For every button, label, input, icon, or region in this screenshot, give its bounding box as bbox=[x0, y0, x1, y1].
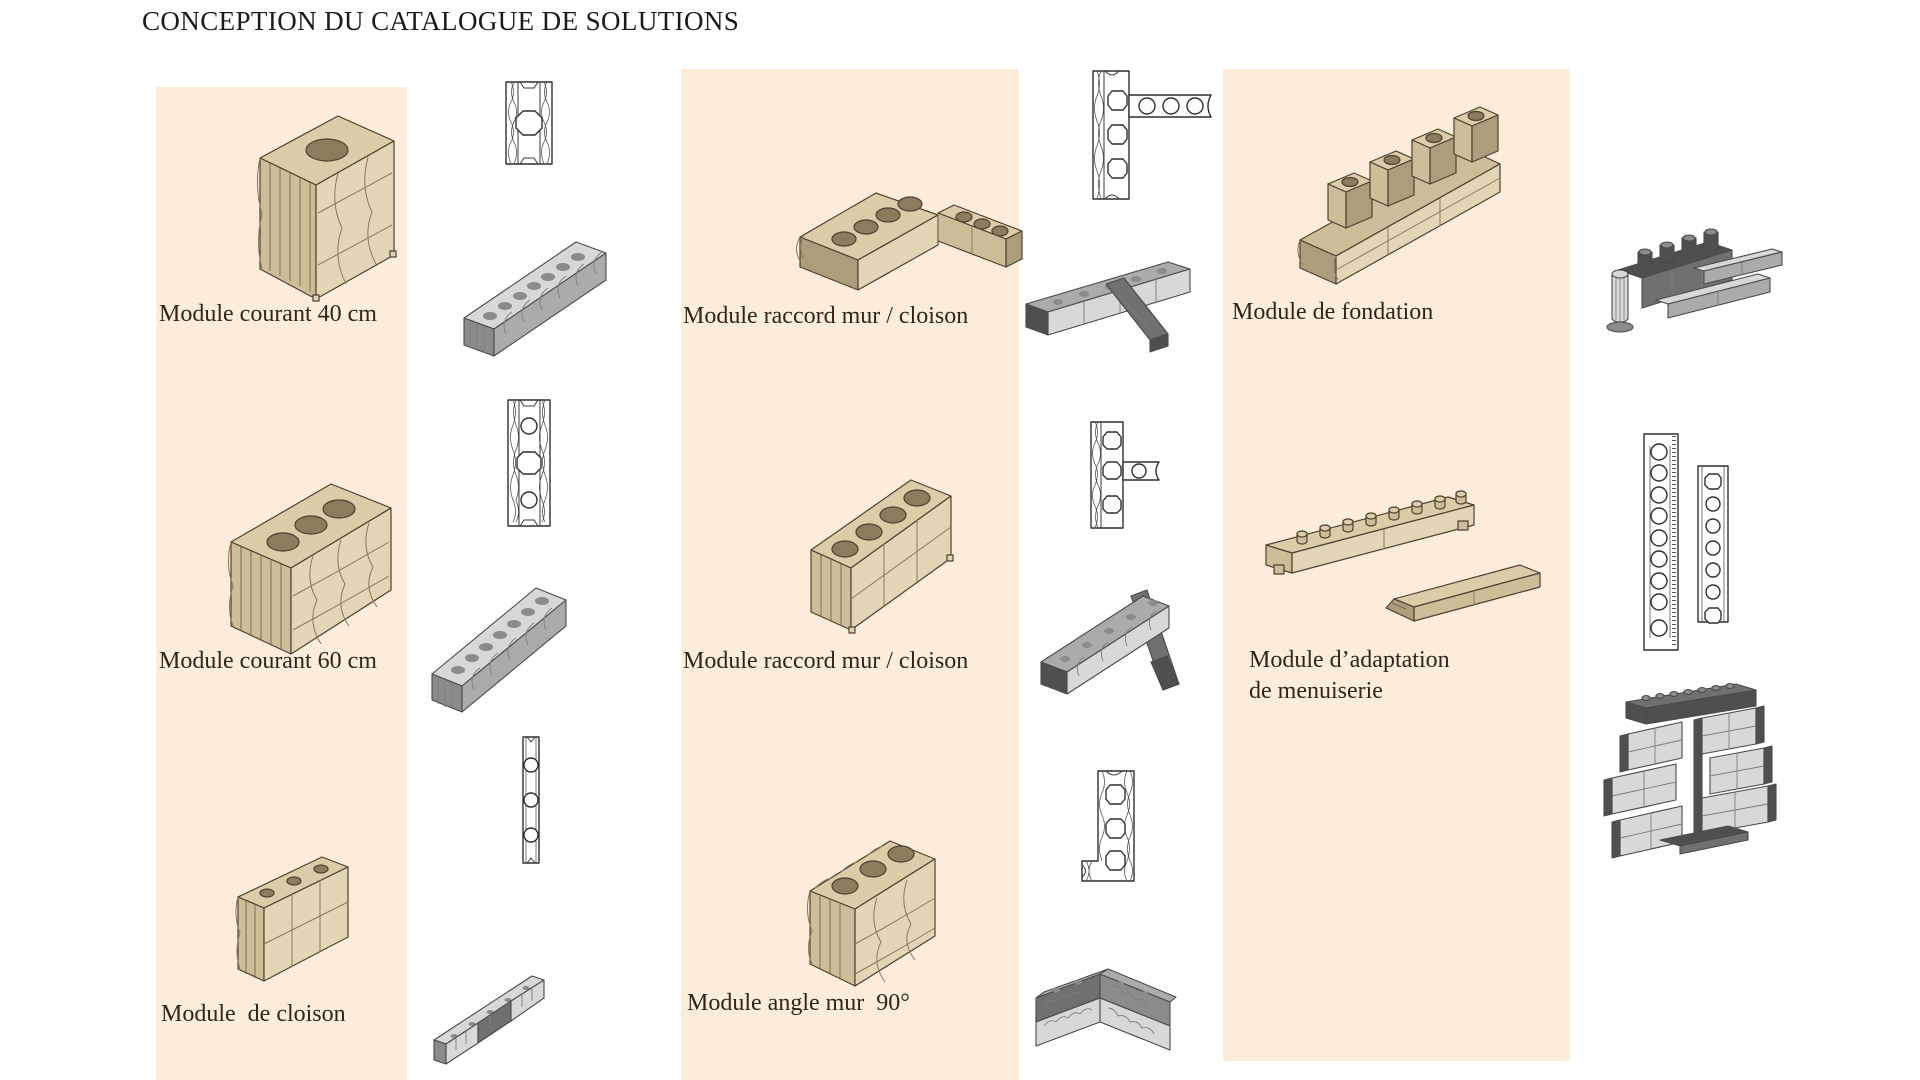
module-angle-render bbox=[785, 816, 955, 1001]
module-courant-40-plan bbox=[498, 78, 560, 168]
module-label: Module raccord mur / cloison bbox=[683, 303, 969, 329]
module-label: Module de fondation bbox=[1232, 299, 1434, 325]
module-label: Module de cloison bbox=[161, 1001, 346, 1027]
module-raccord-2-plan bbox=[1083, 418, 1168, 533]
module-menuiserie-plans bbox=[1632, 430, 1757, 655]
module-fondation-grey-render bbox=[1590, 212, 1785, 347]
module-raccord-1-render bbox=[788, 165, 1028, 305]
page-title: CONCEPTION DU CATALOGUE DE SOLUTIONS bbox=[142, 6, 740, 36]
module-cloison-plan bbox=[513, 733, 549, 867]
module-label: Module courant 40 cm bbox=[159, 301, 377, 327]
module-raccord-1-plan bbox=[1083, 65, 1218, 205]
module-label: Module courant 60 cm bbox=[159, 648, 377, 674]
module-courant-40-render bbox=[218, 103, 408, 303]
module-label: Module raccord mur / cloison bbox=[683, 648, 969, 674]
module-label: Module angle mur 90° bbox=[687, 990, 910, 1016]
module-menuiserie-render bbox=[1252, 447, 1547, 642]
module-courant-40-grey-render bbox=[458, 222, 616, 358]
module-raccord-1-grey-render bbox=[1018, 242, 1210, 358]
module-angle-grey-render bbox=[1022, 946, 1177, 1066]
module-fondation-render bbox=[1288, 92, 1508, 297]
module-menuiserie-grey-render bbox=[1598, 672, 1783, 862]
module-courant-60-render bbox=[213, 462, 408, 662]
module-raccord-2-grey-render bbox=[1033, 566, 1183, 721]
module-angle-plan bbox=[1076, 765, 1151, 890]
module-courant-60-grey-render bbox=[424, 562, 574, 720]
module-label: Module d’adaptation de menuiserie bbox=[1249, 647, 1450, 704]
module-raccord-2-render bbox=[793, 452, 968, 652]
module-courant-60-plan bbox=[500, 396, 558, 530]
module-cloison-render bbox=[222, 833, 384, 1001]
module-cloison-grey-render bbox=[426, 946, 560, 1078]
